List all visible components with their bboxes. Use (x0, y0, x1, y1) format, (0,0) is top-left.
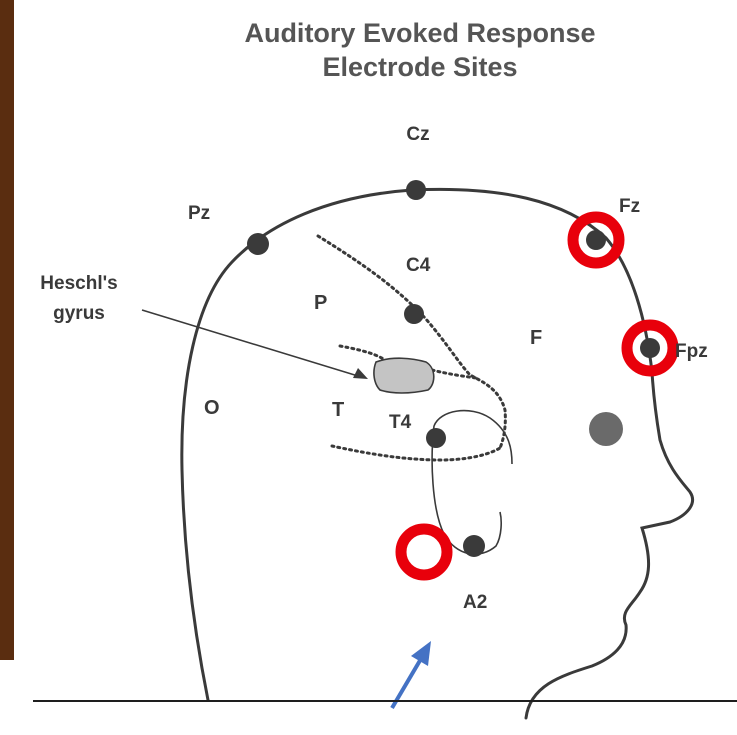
head-outline (180, 187, 694, 720)
region-label-o: O (204, 397, 220, 419)
electrode-a2 (463, 535, 485, 557)
electrode-c4 (404, 304, 424, 324)
label-pz: Pz (188, 203, 210, 224)
electrode-forehead (589, 412, 623, 446)
heschl-pointer-arrowhead (353, 368, 368, 379)
blue-pointer-arrow-shaft (390, 650, 427, 710)
label-fz: Fz (619, 196, 640, 217)
sulcus-line-central (316, 234, 507, 450)
electrode-t4 (426, 428, 446, 448)
heschl-gyrus-shape (373, 357, 435, 394)
region-label-p: P (314, 292, 327, 314)
electrode-fz (586, 230, 606, 250)
sulcus-line-temporal (330, 444, 502, 462)
heschl-pointer-line (141, 309, 359, 377)
annotation-line-2: gyrus (53, 303, 105, 324)
left-edge-strip (0, 0, 14, 660)
ear-outline (431, 409, 513, 555)
title-line-1: Auditory Evoked Response (244, 18, 595, 48)
label-c4: C4 (406, 255, 431, 276)
label-t4: T4 (389, 412, 412, 433)
electrode-fpz (640, 338, 660, 358)
highlight-ring-fz (567, 211, 625, 269)
region-label-f: F (530, 327, 542, 349)
highlight-ring-fpz (621, 319, 679, 377)
highlight-ring-mastoid (395, 523, 453, 581)
region-label-t: T (332, 399, 344, 421)
electrode-pz (247, 233, 269, 255)
annotation-line-1: Heschl's (40, 273, 117, 294)
electrode-cz (406, 180, 426, 200)
blue-pointer-arrowhead (411, 641, 431, 666)
label-fpz: Fpz (675, 341, 708, 362)
label-a2: A2 (463, 592, 487, 613)
title-line-2: Electrode Sites (322, 52, 517, 82)
label-cz: Cz (406, 124, 429, 145)
sulcus-line-sylvian (338, 344, 478, 380)
